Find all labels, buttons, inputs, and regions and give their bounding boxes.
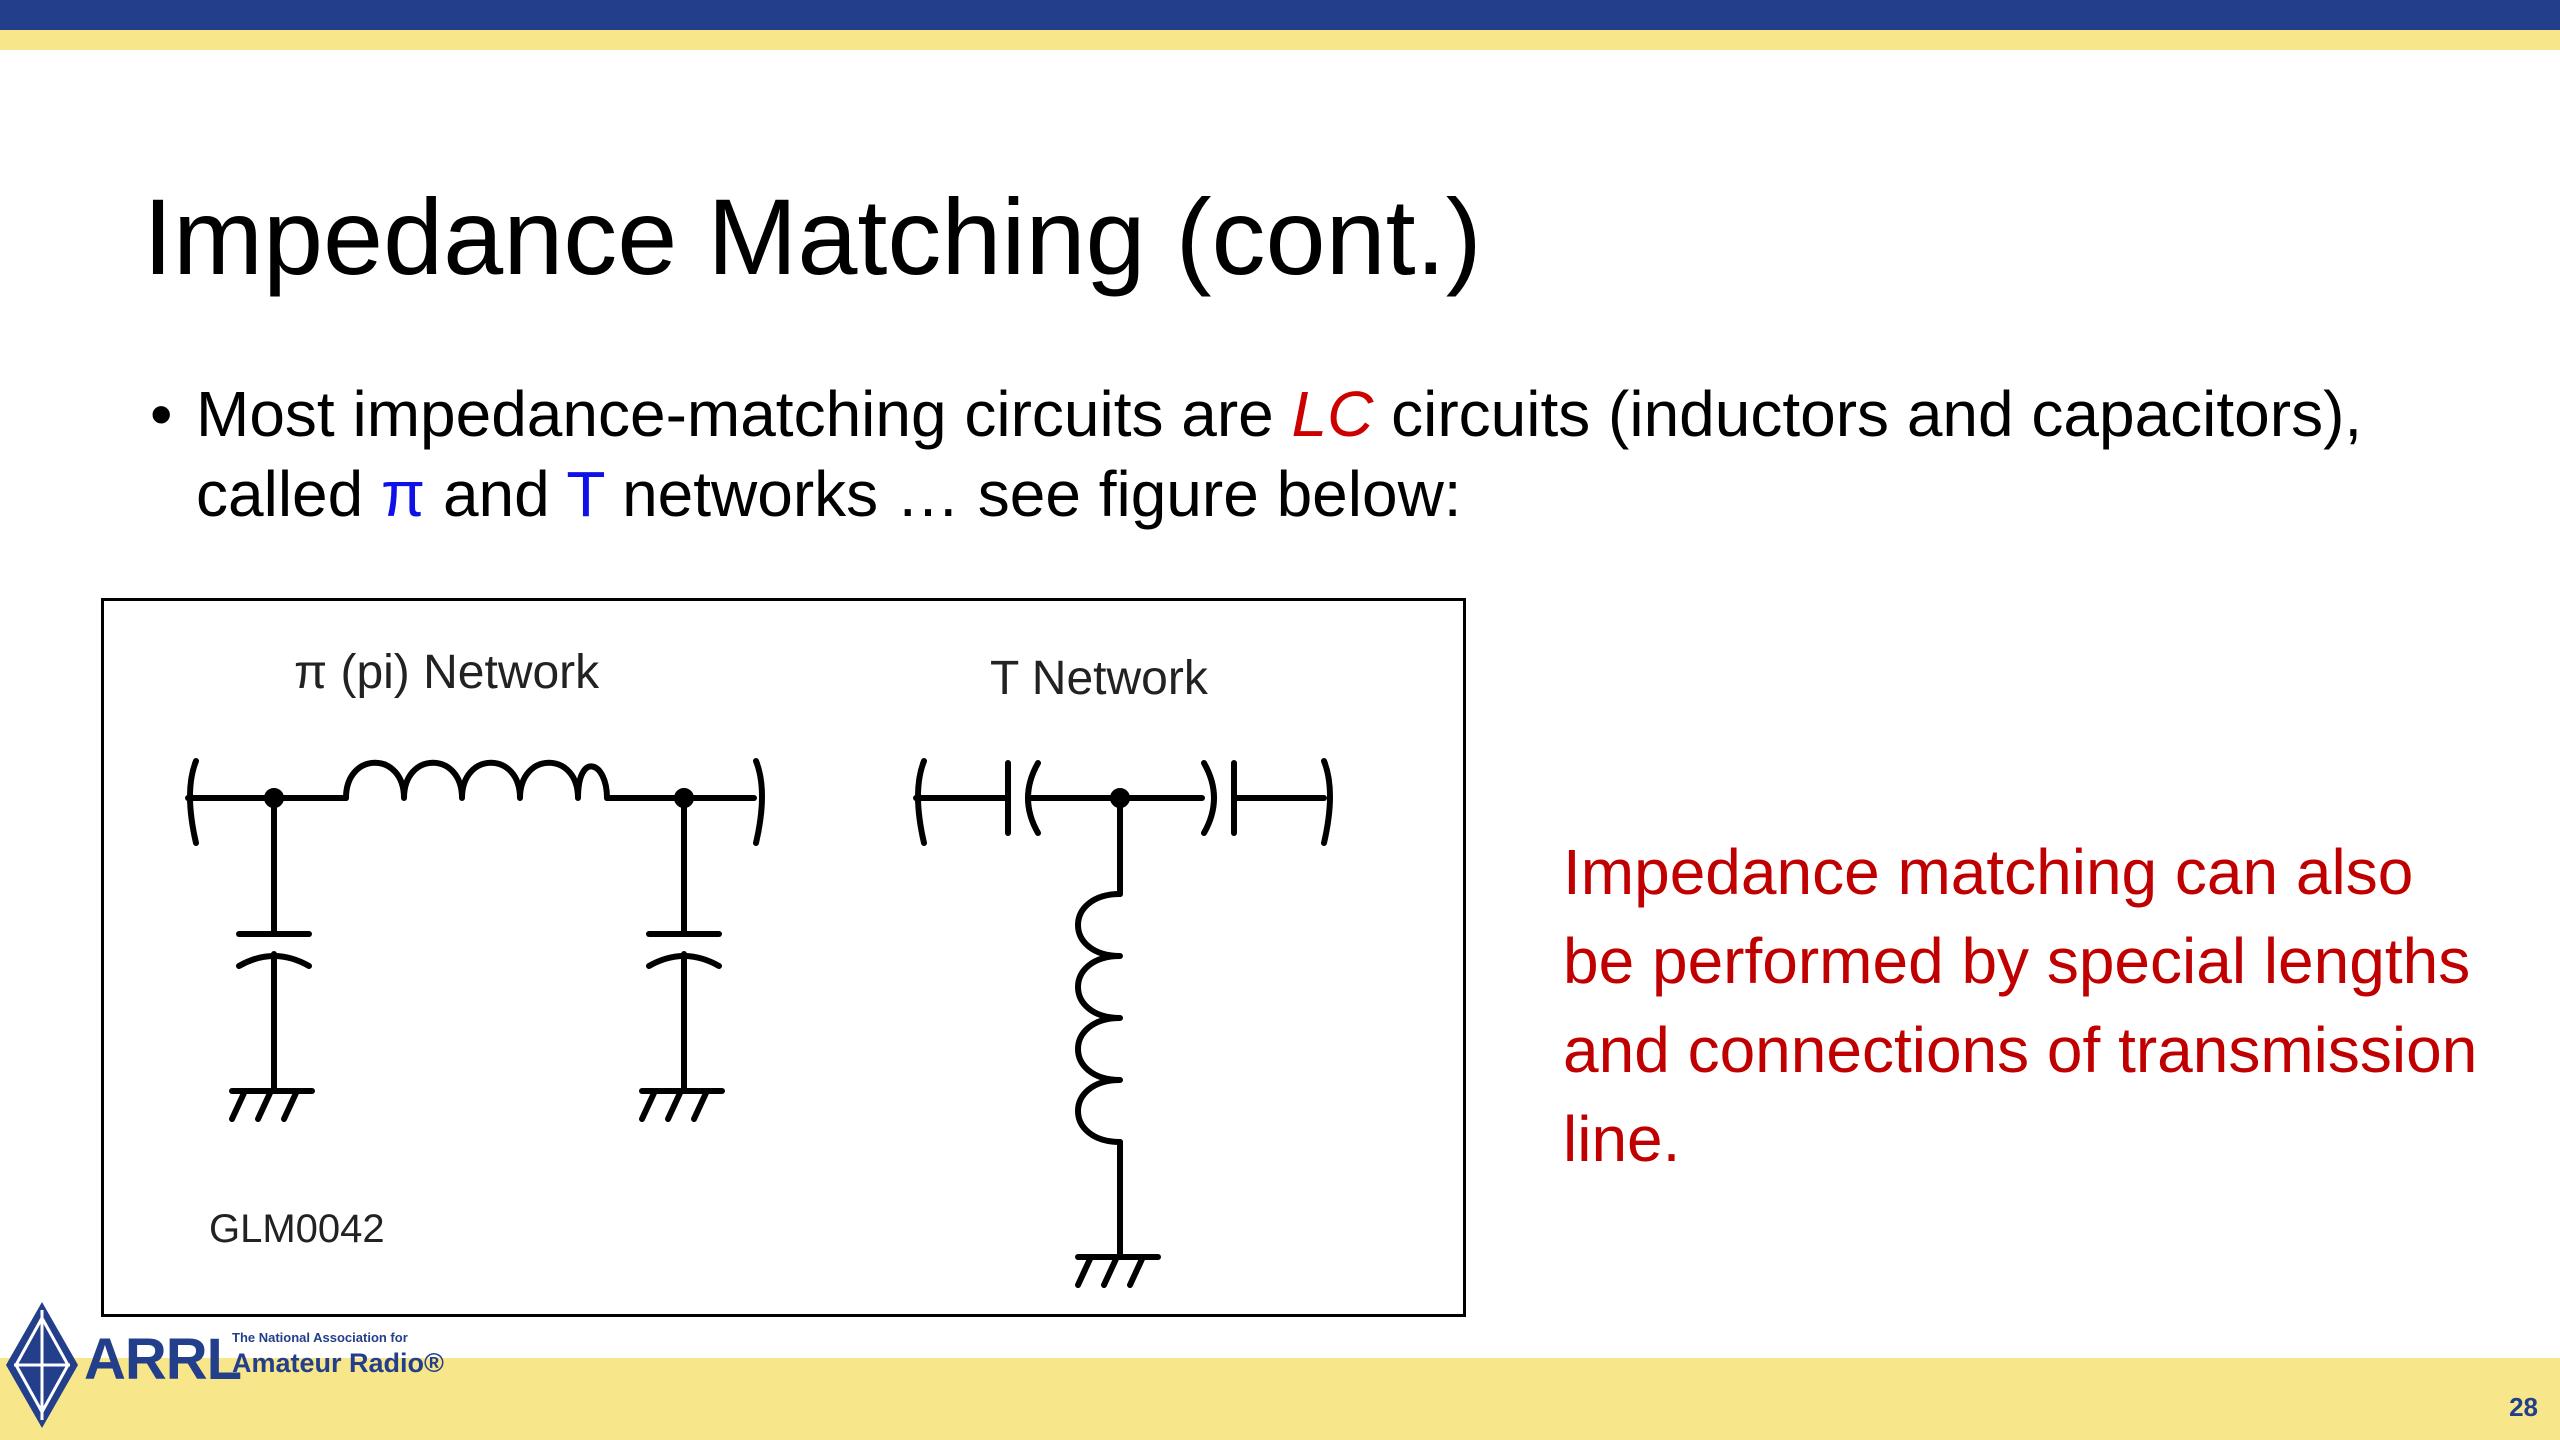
pi-network-label: π (pi) Network <box>294 646 600 699</box>
output-terminal <box>753 758 765 846</box>
ground-symbol <box>255 1090 273 1122</box>
figure-code-label: GLM0042 <box>209 1207 385 1251</box>
lc-term: LC <box>1291 378 1374 450</box>
network-schematic-figure: π (pi) Network T Network GLM0042 <box>101 598 1466 1317</box>
t-network-circuit <box>913 758 1333 1288</box>
series-inductor <box>343 759 610 801</box>
ground-symbol <box>1101 1256 1119 1288</box>
bullet-text-part: circuits (inductors and capacitors), cal… <box>196 378 2363 530</box>
ground-symbol <box>229 1090 247 1122</box>
slide-title: Impedance Matching (cont.) <box>143 176 1482 297</box>
arrl-tagline-small: The National Association for <box>232 1330 408 1345</box>
arrl-wordmark: ARRL <box>84 1327 242 1392</box>
schematic-drawing <box>185 758 1333 1288</box>
input-terminal <box>187 758 199 846</box>
ground-symbol <box>665 1090 683 1122</box>
pi-network-circuit <box>185 758 765 1122</box>
capacitor-plate <box>1201 760 1217 836</box>
arrl-diamond-logo-icon <box>6 1302 78 1428</box>
t-term: T <box>566 458 605 530</box>
t-network-label: T Network <box>990 652 1208 705</box>
bullet-text: Most impedance-matching circuits are LC … <box>150 374 2400 534</box>
bullet-text-part: and <box>425 458 567 530</box>
input-terminal <box>915 758 927 846</box>
ground-symbol <box>691 1090 709 1122</box>
bullet-text-part: networks … see figure below: <box>604 458 1462 530</box>
bullet-point: • Most impedance-matching circuits are L… <box>150 374 2400 534</box>
pi-term: π <box>381 458 426 530</box>
bullet-marker: • <box>150 378 173 450</box>
shunt-inductor <box>1075 891 1123 1145</box>
ground-symbol <box>1127 1256 1145 1288</box>
arrl-tagline-big: Amateur Radio® <box>232 1348 444 1378</box>
output-terminal <box>1321 758 1333 846</box>
side-note-text: Impedance matching can also be performed… <box>1563 836 2478 1175</box>
ground-symbol <box>281 1090 299 1122</box>
ground-symbol <box>1075 1256 1093 1288</box>
bullet-text-part: Most impedance-matching circuits are <box>196 378 1292 450</box>
bottom-banner <box>0 1358 2560 1440</box>
top-banner-yellow <box>0 30 2560 50</box>
top-banner-blue <box>0 0 2560 30</box>
arrl-logo: ARRL The National Association for Amateu… <box>0 1300 480 1430</box>
ground-symbol <box>639 1090 657 1122</box>
page-number: 28 <box>2509 1392 2538 1422</box>
